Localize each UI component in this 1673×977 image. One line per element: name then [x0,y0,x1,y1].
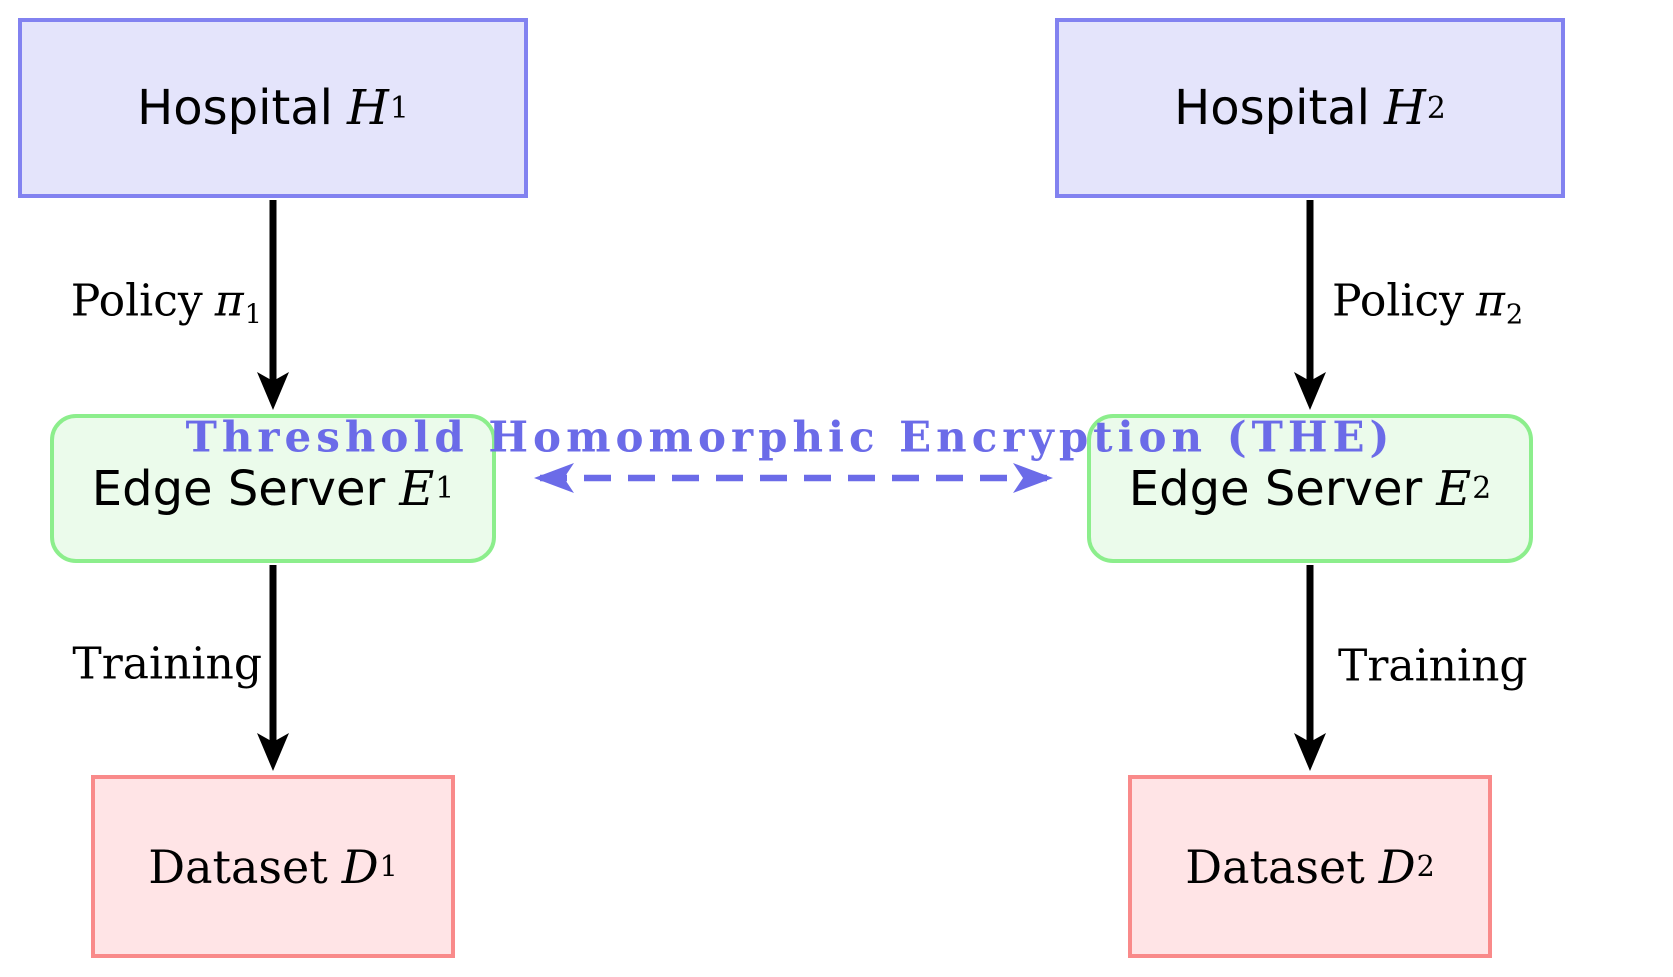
node-hospital-1-subscript: 1 [389,90,409,126]
policy-label-1-word: Policy [70,275,203,327]
node-dataset-2-subscript: 2 [1416,850,1435,883]
training-label-1: Training [72,639,262,690]
node-edge-server-1-symbol: E [399,460,435,517]
policy-label-2-word: Policy [1332,275,1464,327]
node-edge-server-2-label: Edge Server [1128,460,1423,517]
node-dataset-1-label: Dataset [148,839,328,894]
node-edge-server-1-label: Edge Server [91,460,386,517]
node-hospital-2-label: Hospital [1174,80,1371,136]
node-edge-server-2-subscript: 2 [1472,471,1492,506]
node-edge-server-2-symbol: E [1436,460,1472,517]
node-hospital-2-subscript: 2 [1426,90,1446,126]
policy-label-1-subscript: 1 [244,299,262,331]
policy-label-2-subscript: 2 [1505,299,1524,331]
node-hospital-1-label: Hospital [137,80,334,136]
policy-label-2-symbol: π [1475,275,1505,327]
policy-label-1-symbol: π [214,275,244,327]
node-hospital-1-symbol: H [347,80,389,136]
node-hospital-2-symbol: H [1384,80,1426,136]
node-dataset-2-label: Dataset [1185,839,1365,894]
node-dataset-1-symbol: D [341,839,379,894]
training-label-1-text: Training [72,638,262,690]
node-dataset-2-symbol: D [1378,839,1416,894]
the-link-label: Threshold Homomorphic Encryption (THE) [185,412,1395,462]
training-label-2-text: Training [1338,640,1528,692]
node-edge-server-1-subscript: 1 [435,471,455,506]
training-label-2: Training [1338,641,1528,692]
node-dataset-1-subscript: 1 [379,850,398,883]
